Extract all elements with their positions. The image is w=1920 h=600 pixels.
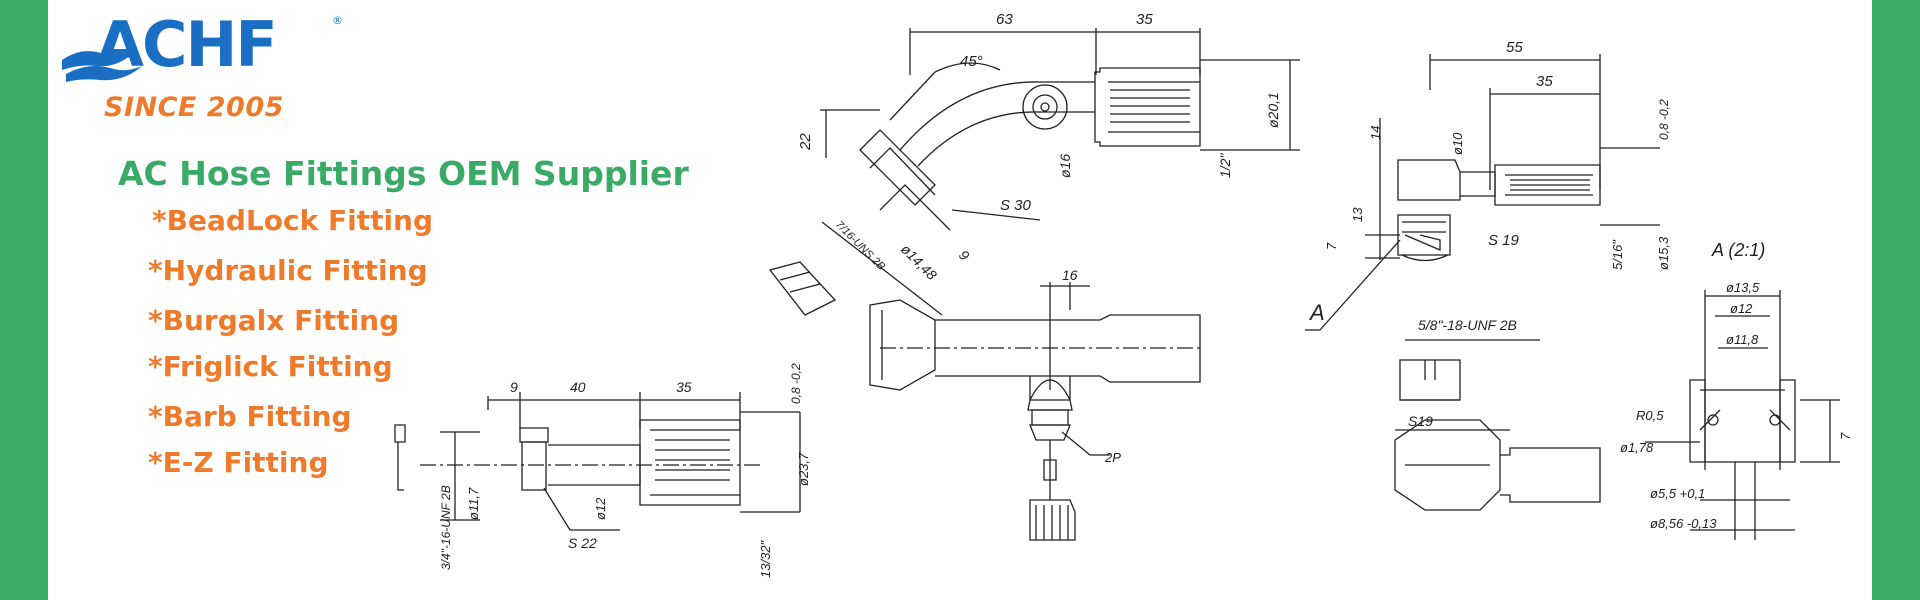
drawing-detail-a-labels: A (2:1) ø13,5 ø12 ø11,8 R0,5 ø1,78 7 ø5,…	[1408, 240, 1853, 531]
svg-text:9: 9	[510, 379, 518, 395]
svg-text:3/4"-16-UNF 2B: 3/4"-16-UNF 2B	[439, 485, 453, 570]
svg-text:S19: S19	[1408, 413, 1433, 429]
svg-text:ø13,5: ø13,5	[1726, 280, 1760, 295]
svg-text:S 19: S 19	[1488, 232, 1520, 249]
svg-text:S 30: S 30	[1000, 197, 1032, 214]
svg-text:40: 40	[570, 379, 586, 395]
product-item-beadlock: *BeadLock Fitting	[152, 204, 434, 237]
svg-text:ø1,78: ø1,78	[1620, 440, 1654, 455]
svg-text:35: 35	[676, 379, 692, 395]
drawing-elbow-45-labels: 63 35 45° 22 ø16 ø20,1 1/2" S 30 7/16-UN…	[797, 11, 1281, 283]
product-item-burgalx: *Burgalx Fitting	[148, 304, 400, 337]
svg-text:S 22: S 22	[568, 535, 597, 551]
since-2005-tagline: SINCE 2005	[104, 92, 284, 123]
svg-text:35: 35	[1536, 73, 1553, 90]
drawing-straight-fitting-labels: 9 40 35 0,8 -0,2 3/4"-16-UNF 2B ø11,7 S …	[439, 363, 811, 578]
svg-text:22: 22	[797, 133, 814, 151]
svg-text:ø16: ø16	[1057, 154, 1073, 178]
drawing-elbow-service-port-labels: 16 2P	[1062, 267, 1121, 465]
logo-waves	[62, 51, 142, 82]
drawing-right-angle-fitting	[1305, 54, 1660, 401]
page-headline: AC Hose Fittings OEM Supplier	[118, 154, 689, 193]
svg-text:ø15,3: ø15,3	[1656, 236, 1671, 270]
svg-text:A (2:1): A (2:1)	[1711, 240, 1765, 260]
drawing-detail-a	[1394, 290, 1840, 540]
svg-text:ø12: ø12	[593, 497, 608, 520]
svg-text:0,8 -0,2: 0,8 -0,2	[1657, 99, 1671, 140]
svg-text:63: 63	[996, 11, 1013, 28]
product-item-ez: *E-Z Fitting	[148, 446, 329, 479]
drawing-elbow-service-port	[869, 282, 1201, 541]
drawing-straight-fitting	[394, 392, 801, 531]
svg-text:14: 14	[1368, 126, 1383, 140]
svg-text:7: 7	[1838, 432, 1853, 440]
product-item-hydraulic: *Hydraulic Fitting	[148, 254, 428, 287]
svg-text:0,8 -0,2: 0,8 -0,2	[789, 363, 803, 404]
svg-text:55: 55	[1506, 39, 1523, 56]
svg-text:7: 7	[1324, 242, 1339, 250]
svg-text:ø14,48: ø14,48	[898, 241, 940, 283]
svg-text:5/16": 5/16"	[1610, 239, 1625, 270]
svg-text:®: ®	[332, 14, 343, 27]
svg-text:ø8,56 -0,13: ø8,56 -0,13	[1650, 516, 1717, 531]
svg-text:ACHF: ACHF	[96, 8, 276, 81]
product-item-barb: *Barb Fitting	[148, 400, 352, 433]
svg-text:13/32": 13/32"	[758, 539, 773, 578]
svg-text:ø11,7: ø11,7	[466, 487, 481, 520]
svg-text:5/8"-18-UNF 2B: 5/8"-18-UNF 2B	[1418, 317, 1517, 333]
product-item-friglick: *Friglick Fitting	[148, 350, 393, 383]
svg-text:ø23,7: ø23,7	[796, 452, 811, 486]
svg-text:R0,5: R0,5	[1636, 408, 1664, 423]
svg-text:ø20,1: ø20,1	[1265, 92, 1281, 128]
svg-text:ø11,8: ø11,8	[1726, 332, 1759, 347]
drawing-elbow-45	[768, 28, 1300, 316]
svg-text:45°: 45°	[960, 53, 983, 70]
svg-text:ø5,5 +0,1: ø5,5 +0,1	[1650, 486, 1705, 501]
achf-logo: ACHF ®	[62, 8, 343, 82]
svg-text:35: 35	[1136, 11, 1153, 28]
svg-text:16: 16	[1062, 267, 1078, 283]
svg-text:ø12: ø12	[1730, 301, 1753, 316]
drawing-right-angle-fitting-labels: 55 35 14 ø10 0,8 -0,2 13 7 S 19 5/16" ø1…	[1308, 39, 1671, 333]
svg-text:13: 13	[1350, 207, 1365, 222]
svg-text:ø10: ø10	[1450, 132, 1465, 155]
svg-text:A: A	[1308, 300, 1325, 325]
svg-text:1/2": 1/2"	[1217, 153, 1233, 178]
svg-text:2P: 2P	[1104, 450, 1121, 465]
svg-text:9: 9	[956, 247, 973, 264]
svg-text:7/16-UNS 2B: 7/16-UNS 2B	[833, 219, 887, 273]
